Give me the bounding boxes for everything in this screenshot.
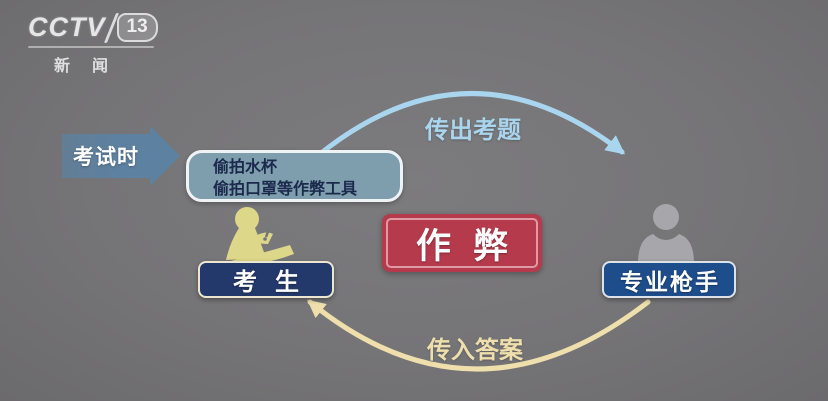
cctv-logo-text: CCTV — [28, 12, 106, 42]
cheating-badge-inner-border: 作弊 — [386, 218, 538, 268]
exam-time-label: 考试时 — [73, 146, 139, 169]
top-flow-label: 传出考题 — [425, 117, 521, 144]
cheating-badge: 作弊 — [382, 214, 542, 272]
top-flow-arrow — [317, 91, 626, 157]
exam-time-arrowhead-icon — [150, 126, 180, 186]
bottom-flow-label: 传入答案 — [427, 337, 523, 364]
exam-time-arrow: 考试时 — [62, 134, 150, 178]
examinee-writing-icon — [222, 207, 294, 268]
examinee-name-plate: 考生 — [198, 261, 334, 298]
bottom-flow-arrow — [307, 299, 651, 372]
cctv-logo-underline — [28, 46, 154, 48]
tools-note-line2: 偷拍口罩等作弊工具 — [213, 180, 358, 198]
ghostwriter-label: 专业枪手 — [620, 268, 720, 295]
examinee-label: 考生 — [233, 269, 317, 296]
cheating-tools-note: 偷拍水杯 偷拍口罩等作弊工具 — [186, 150, 403, 202]
ghostwriter-avatar-icon — [638, 204, 694, 263]
cctv-logo-channel-number: 13 — [116, 13, 158, 42]
cctv-logo-subtitle: 新闻 — [54, 58, 131, 75]
cheating-badge-label: 作弊 — [415, 226, 530, 266]
cctv-logo: CCTV 13 新闻 — [28, 12, 158, 76]
tools-note-line1: 偷拍水杯 — [213, 159, 278, 176]
ghostwriter-name-plate: 专业枪手 — [602, 261, 736, 298]
cctv-logo-row: CCTV 13 — [28, 12, 158, 43]
